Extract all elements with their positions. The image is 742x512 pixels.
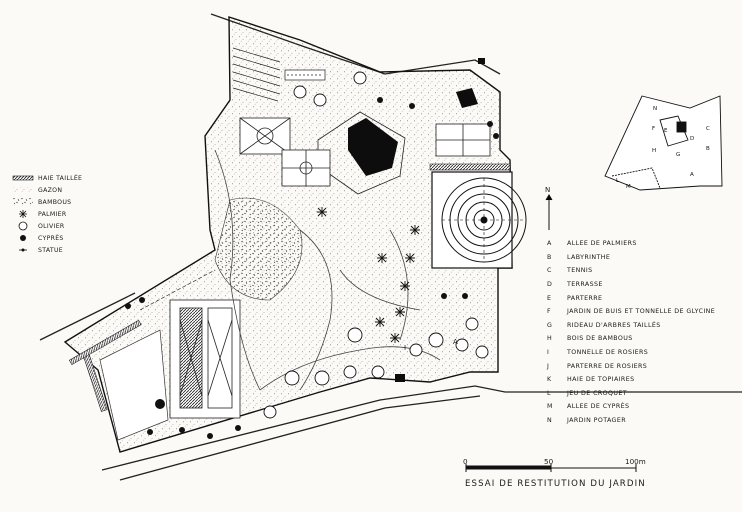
- palm-symbol-icon: [19, 210, 27, 218]
- svg-text:E: E: [664, 128, 668, 134]
- key-row-olive: OLIVIER: [12, 220, 82, 232]
- vegetable-garden: [232, 47, 326, 102]
- cypresses: [125, 97, 499, 439]
- statue-symbol-icon: [19, 248, 27, 252]
- svg-text:G: G: [676, 152, 680, 158]
- rose-parterre: [169, 299, 241, 419]
- map-labels: A I: [404, 338, 458, 352]
- key-label-statue: STATUE: [38, 246, 63, 254]
- plan-title: ESSAI DE RESTITUTION DU JARDIN: [465, 479, 646, 489]
- map-label-i: I: [404, 344, 406, 352]
- key-row-statue: STATUE: [12, 244, 82, 256]
- key-label-palm: PALMIER: [38, 210, 67, 218]
- svg-text:H: H: [652, 148, 656, 154]
- svg-text:A: A: [690, 172, 694, 178]
- svg-text:N: N: [653, 106, 657, 112]
- inset-labels: N A B C D E F G H L M: [616, 106, 710, 190]
- lawn-symbol-icon: [13, 187, 33, 193]
- key-row-palm: PALMIER: [12, 208, 82, 220]
- hedges: [68, 163, 511, 412]
- cypress-symbol-icon: [20, 235, 26, 241]
- olive-symbol-icon: [18, 221, 28, 231]
- scale-tick-50: 50: [544, 457, 554, 466]
- parterres: [239, 117, 331, 187]
- key-label-cypress: CYPRÈS: [38, 234, 64, 242]
- palm-alley: [317, 207, 420, 343]
- bamboo-symbol-icon: [13, 198, 33, 206]
- scale-bar: [465, 464, 637, 472]
- hedge-symbol-icon: [12, 175, 34, 181]
- svg-text:D: D: [690, 136, 694, 142]
- location-inset: [604, 95, 723, 191]
- svg-text:M: M: [626, 184, 631, 190]
- key-row-hedge: HAIE TAILLÉE: [12, 172, 82, 184]
- key-label-bamboo: BAMBOUS: [38, 198, 72, 206]
- svg-text:F: F: [652, 126, 655, 132]
- symbol-key: HAIE TAILLÉE GAZON BAMBOUS PALMIER OLIVI…: [12, 172, 82, 256]
- key-row-cypress: CYPRÈS: [12, 232, 82, 244]
- olive-trees: [263, 71, 489, 419]
- key-row-bamboo: BAMBOUS: [12, 196, 82, 208]
- svg-text:C: C: [706, 126, 710, 132]
- labyrinth: [431, 171, 527, 269]
- svg-text:B: B: [706, 146, 710, 152]
- croquet-lawn: [99, 269, 216, 441]
- scale-tick-0: 0: [463, 457, 468, 466]
- key-label-lawn: GAZON: [38, 186, 63, 194]
- north-arrow: [545, 194, 553, 230]
- scale-tick-100: 100m: [625, 457, 646, 466]
- north-label: N: [545, 186, 551, 194]
- key-label-olive: OLIVIER: [38, 222, 65, 230]
- paths: [214, 149, 441, 391]
- key-label-hedge: HAIE TAILLÉE: [38, 174, 83, 182]
- key-row-lawn: GAZON: [12, 184, 82, 196]
- svg-text:L: L: [616, 178, 620, 184]
- map-label-a: A: [453, 338, 458, 346]
- bamboo-wood: [214, 197, 303, 301]
- buildings: [348, 58, 485, 382]
- house-terrace: [317, 111, 491, 195]
